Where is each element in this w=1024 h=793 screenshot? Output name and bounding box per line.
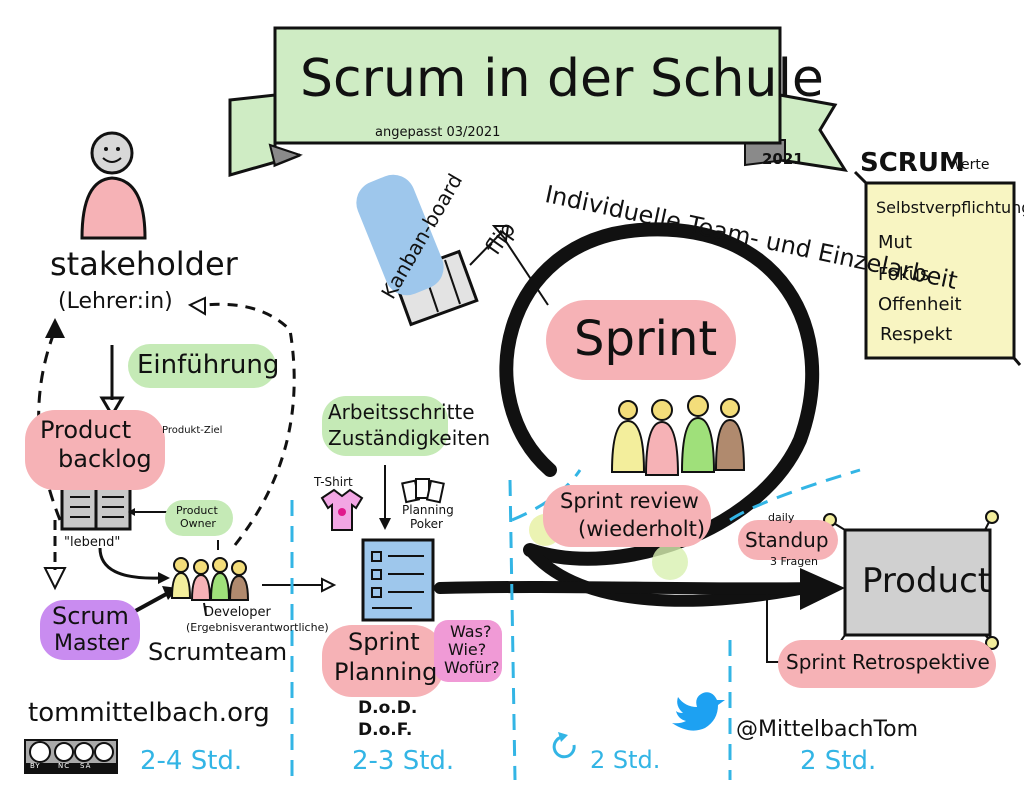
product-owner-line2: Owner <box>180 517 216 530</box>
product-backlog-line2: backlog <box>58 445 152 473</box>
standup-label: Standup <box>745 528 829 552</box>
arbeitsschritte-line1: Arbeitsschritte <box>328 400 475 424</box>
backlog-highlight <box>25 410 165 490</box>
standup-highlight <box>738 520 838 560</box>
year: 2021 <box>762 150 804 168</box>
einfuehrung-highlight <box>128 344 276 388</box>
value-item-4: Offenheit <box>878 294 962 315</box>
subtitle: angepasst 03/2021 <box>375 125 501 140</box>
arbeitsschritte-highlight <box>322 396 448 456</box>
stakeholder-figure <box>80 131 147 240</box>
product-owner-highlight <box>165 500 233 536</box>
fragen-label: 3 Fragen <box>770 555 819 568</box>
title: Scrum in der Schule <box>300 49 824 109</box>
sprint-review-highlight <box>543 485 711 547</box>
duration-1: 2-4 Std. <box>140 746 243 776</box>
sprint-planning-line2: Planning <box>334 658 438 686</box>
values-heading-small: Werte <box>948 157 990 173</box>
retrospective-label: Sprint Retrospektive <box>786 650 990 674</box>
license-by: BY <box>30 762 41 770</box>
sprint-team-figures <box>610 395 746 476</box>
product-owner-line1: Product <box>176 504 218 517</box>
value-item-3: Fokus <box>878 264 930 285</box>
stakeholder-role: (Lehrer:in) <box>58 289 173 314</box>
sprint-highlight <box>546 300 736 380</box>
duration-2: 2-3 Std. <box>352 746 455 776</box>
tshirt-icon <box>320 488 364 531</box>
product-goal-note: Produkt-Ziel <box>162 425 223 436</box>
product-backlog-line1: Product <box>40 416 132 444</box>
column-dividers <box>290 468 861 781</box>
planning-poker-icon <box>401 478 445 504</box>
scrumteam-label: Scrumteam <box>148 638 288 666</box>
scrum-master-line2: Master <box>54 631 130 656</box>
license-sa: SA <box>80 762 92 770</box>
retrospective-highlight <box>778 640 996 688</box>
developer-line2: (Ergebnisverantwortliche) <box>186 621 329 634</box>
sprint-review-line2: (wiederholt) <box>578 517 706 541</box>
dof-label: D.o.F. <box>358 720 413 740</box>
product-box <box>823 510 999 655</box>
backlog-living: "lebend" <box>64 535 121 550</box>
sprint-review-line1: Sprint review <box>560 489 699 513</box>
license-nc: NC <box>58 762 71 770</box>
einfuehrung-label: Einführung <box>137 350 280 380</box>
value-item-5: Respekt <box>880 324 953 345</box>
values-heading: SCRUM <box>860 148 965 178</box>
arbeitsschritte-line2: Zuständigkeiten <box>328 426 491 450</box>
scrumteam-figures <box>170 557 250 601</box>
questions-highlight <box>434 620 502 682</box>
sprint-planning-line1: Sprint <box>348 628 420 656</box>
daily-label: daily <box>768 511 795 524</box>
sprint-planning-highlight <box>322 625 444 697</box>
developer-line1: Developer <box>204 605 271 620</box>
cycle-icon <box>552 732 576 759</box>
product-label: Product <box>862 561 992 601</box>
planning-poker-line2: Poker <box>410 517 443 531</box>
planning-poker-line1: Planning <box>402 503 454 517</box>
duration-3: 2 Std. <box>590 746 661 774</box>
stakeholder-label: stakeholder <box>50 245 238 283</box>
footer-website[interactable]: tommittelbach.org <box>28 698 270 728</box>
dod-label: D.o.D. <box>358 698 418 718</box>
tshirt-label: T-Shirt <box>314 475 353 489</box>
duration-4: 2 Std. <box>800 746 877 776</box>
scrum-master-highlight <box>40 600 140 660</box>
backlog-book-icon <box>60 482 132 531</box>
values-note <box>853 170 1022 366</box>
scrum-master-line1: Scrum <box>52 602 129 630</box>
question-why: Wofür? <box>444 658 500 677</box>
value-item-2: Mut <box>878 232 912 253</box>
title-banner <box>228 26 849 177</box>
question-what: Was? <box>450 622 492 641</box>
cc-license-badge <box>24 739 118 774</box>
twitter-icon <box>672 692 725 731</box>
sprint-backlog-board-icon <box>361 538 435 622</box>
value-item-1: Selbstverpflichtung <box>876 198 1024 217</box>
footer-handle[interactable]: @MittelbachTom <box>736 717 919 742</box>
question-how: Wie? <box>448 640 487 659</box>
sprint-label: Sprint <box>574 311 718 367</box>
